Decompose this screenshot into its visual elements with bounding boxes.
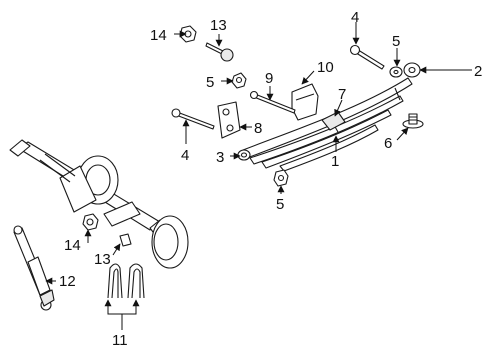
callout-8: 8 [254,120,262,137]
callout-10: 10 [317,59,334,76]
shock-absorber [13,225,55,311]
shackle-bolt [249,90,296,114]
front-spring-eye-bushing [237,149,251,161]
rear-axle-housing [9,139,189,269]
callout-labels: 14 13 5 9 10 4 5 2 7 8 4 6 3 1 5 14 13 1… [59,9,482,349]
nut-upper [231,72,247,89]
callout-5-right: 5 [392,33,400,50]
spring-bracket [291,83,319,121]
callout-14-top: 14 [150,27,167,44]
nut-lower [273,169,289,187]
washer-right [389,66,403,78]
callout-5-left: 5 [206,74,214,91]
u-bolt-plate-stud [119,233,132,247]
callout-2: 2 [474,63,482,80]
callout-9: 9 [265,70,273,87]
hex-nut-axle [82,213,99,231]
callout-4-left: 4 [181,147,189,164]
callout-leaders [45,22,472,330]
callout-12: 12 [59,273,76,290]
rear-spring-eye-bushing [403,62,421,78]
callout-5-bottom: 5 [276,196,284,213]
callout-3: 3 [216,149,224,166]
callout-11: 11 [112,332,128,349]
callout-14-bottom: 14 [64,237,81,254]
u-bolt-right [127,263,145,299]
bump-stop [402,113,424,129]
callout-6: 6 [384,135,392,152]
callout-13-bottom: 13 [94,251,111,268]
callout-7: 7 [338,86,346,103]
spring-eye-bolt [171,108,215,130]
upper-shock-bolt [205,42,234,62]
spring-shackle [217,101,241,139]
callout-4-top: 4 [351,9,359,26]
hanger-bolt [349,44,385,70]
callout-13-top: 13 [210,17,227,34]
callout-1: 1 [331,153,339,170]
u-bolt-left [107,263,123,299]
